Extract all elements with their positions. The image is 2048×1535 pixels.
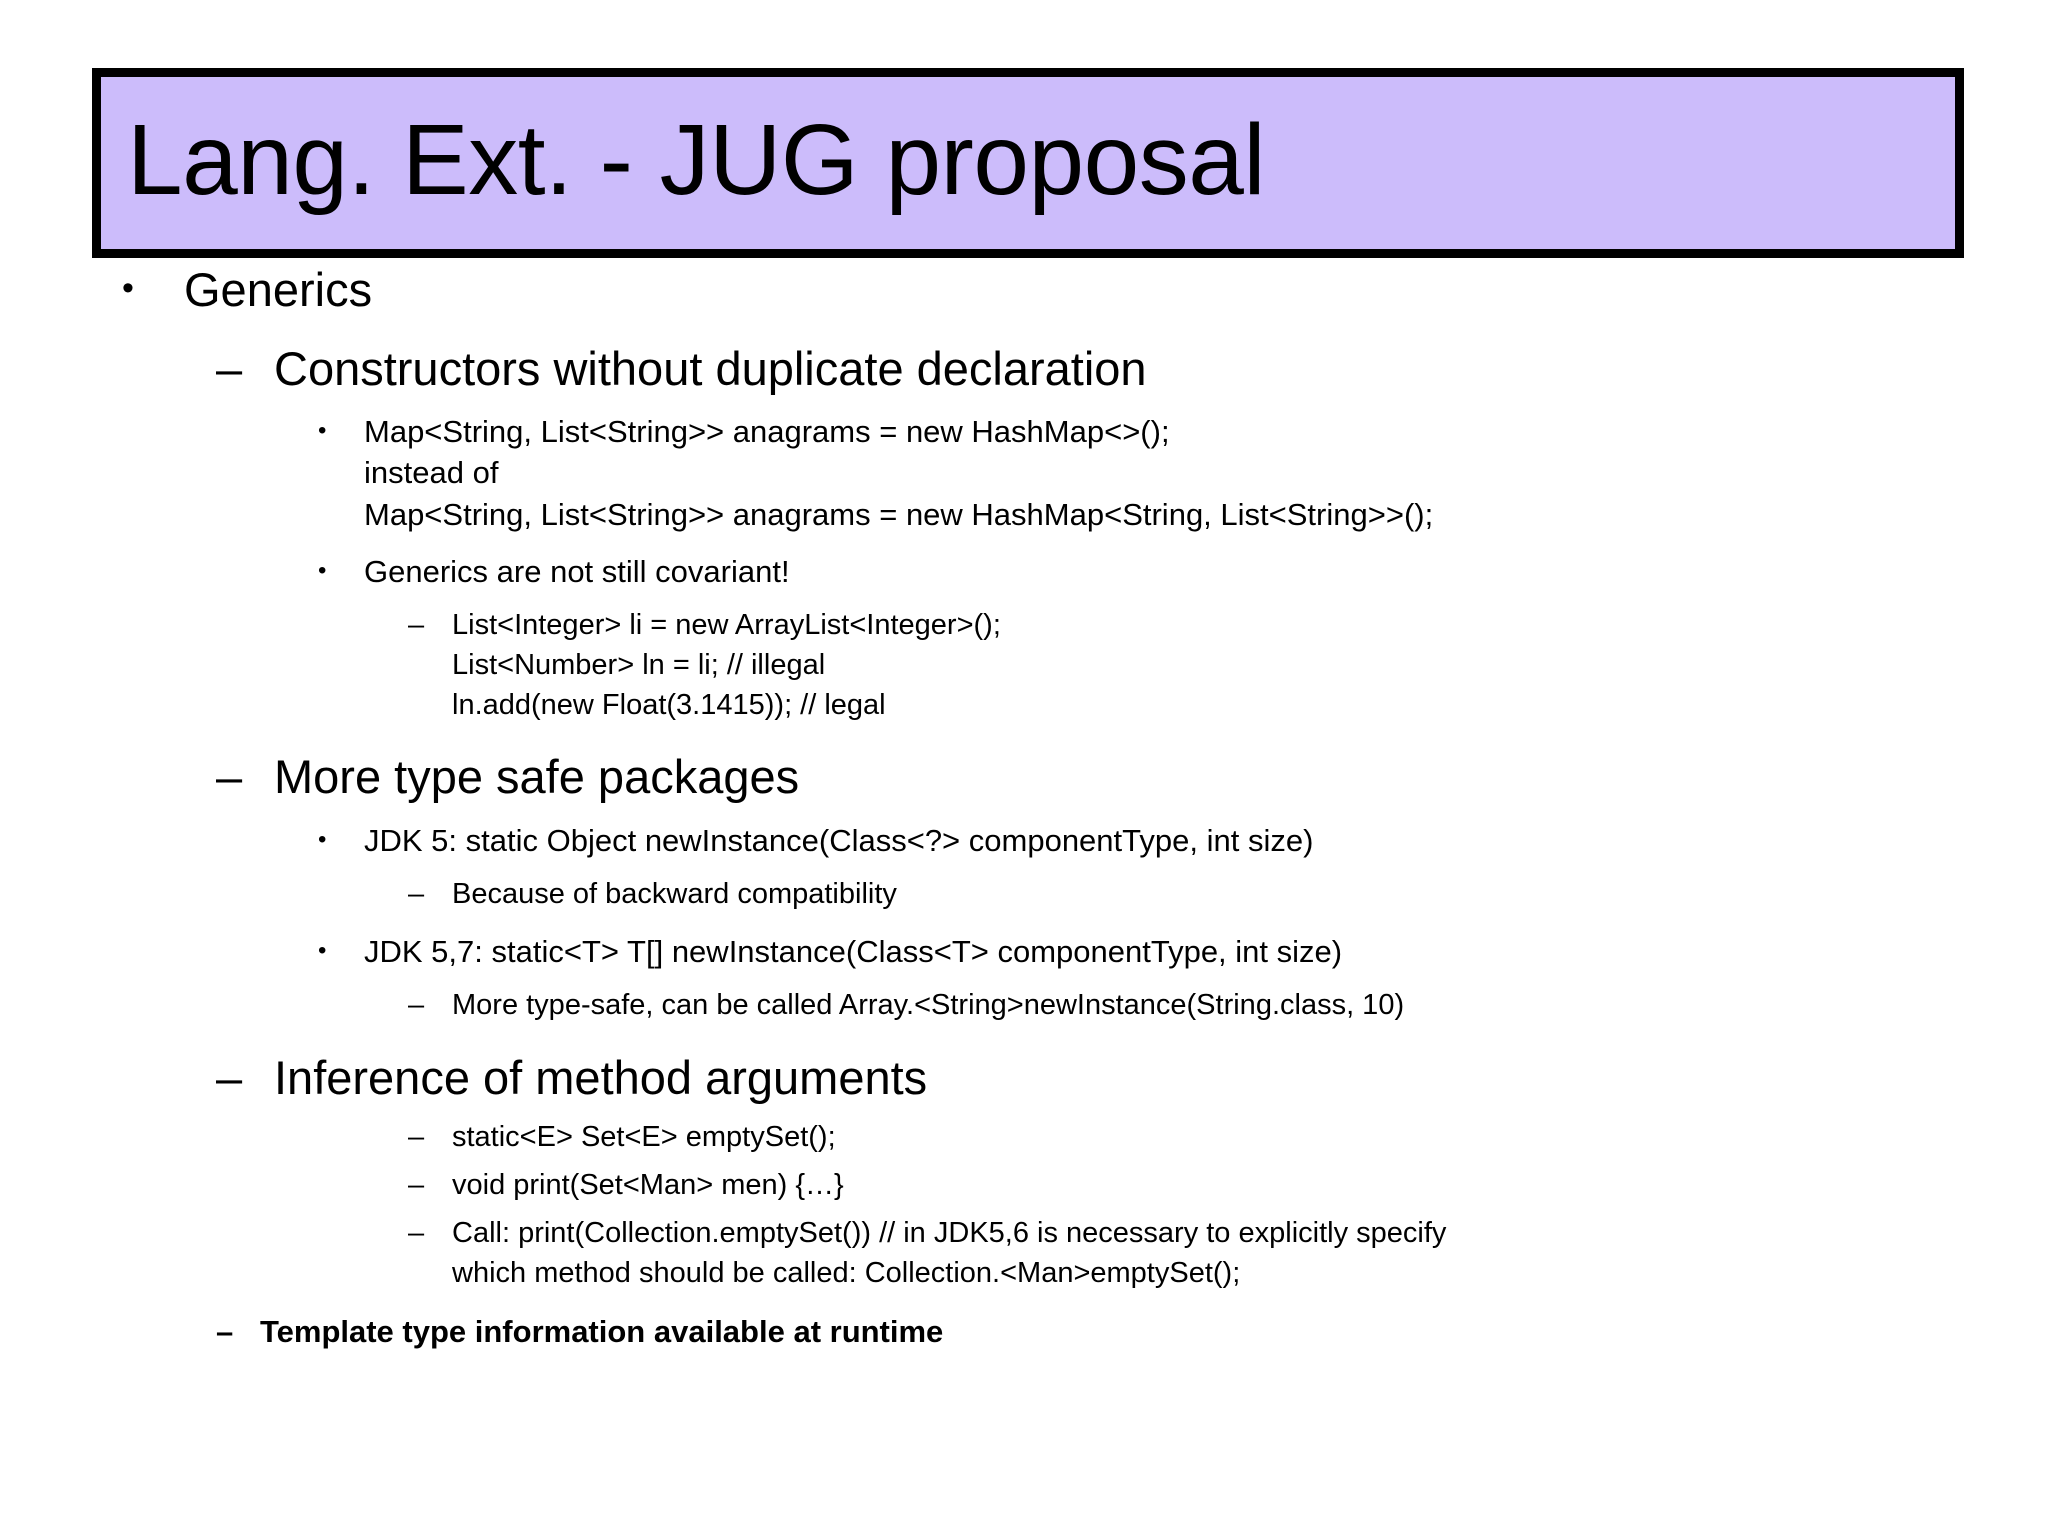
list-item-label: More type safe packages <box>274 750 800 804</box>
list-item-backward-compat: – Because of backward compatibility <box>408 875 2048 915</box>
code-block: void print(Set<Man> men) {…} <box>452 1169 844 1202</box>
list-item-inference-heading: – Inference of method arguments <box>216 1050 2048 1105</box>
code-block: Map<String, List<String>> anagrams = new… <box>364 414 1434 532</box>
list-item-map-code: • Map<String, List<String>> anagrams = n… <box>318 411 2048 535</box>
list-item-label: Generics are not still covariant! <box>364 553 790 589</box>
list-item-call-explanation: – Call: print(Collection.emptySet()) // … <box>408 1214 2048 1293</box>
list-item-label: Because of backward compatibility <box>452 878 897 911</box>
dash-icon: – <box>216 1050 243 1104</box>
bullet-icon: • <box>318 825 327 853</box>
list-item-covariant: • Generics are not still covariant! <box>318 551 2048 592</box>
bullet-icon: • <box>318 417 327 445</box>
dash-icon: – <box>216 750 243 804</box>
list-item-label: Template type information available at r… <box>260 1314 944 1350</box>
bullet-icon: • <box>122 269 134 307</box>
list-item-template-runtime: – Template type information available at… <box>216 1311 2048 1353</box>
list-item-more-typesafe: – More type-safe, can be called Array.<S… <box>408 986 2048 1026</box>
list-item-label: Generics <box>184 263 373 316</box>
list-item-generics: • Generics <box>122 263 2048 317</box>
bullet-icon: • <box>318 556 327 584</box>
list-item-emptyset-signature: – static<E> Set<E> emptySet(); <box>408 1118 2048 1158</box>
code-block: List<Integer> li = new ArrayList<Integer… <box>452 609 1001 721</box>
page-title: Lang. Ext. - JUG proposal <box>127 104 1266 216</box>
list-item-covariant-code: – List<Integer> li = new ArrayList<Integ… <box>408 606 2048 725</box>
dash-icon: – <box>408 989 425 1022</box>
slide-body: • Generics – Constructors without duplic… <box>0 262 2048 1354</box>
dash-icon: – <box>216 1314 234 1350</box>
code-block: static<E> Set<E> emptySet(); <box>452 1121 836 1154</box>
list-item-constructors-heading: – Constructors without duplicate declara… <box>216 341 2048 396</box>
list-item-label: Constructors without duplicate declarati… <box>274 341 1147 395</box>
code-block: JDK 5,7: static<T> T[] newInstance(Class… <box>364 933 1343 969</box>
list-item-jdk57-signature: • JDK 5,7: static<T> T[] newInstance(Cla… <box>318 931 2048 972</box>
dash-icon: – <box>408 1121 425 1154</box>
dash-icon: – <box>408 609 425 642</box>
list-item-typesafe-heading: – More type safe packages <box>216 751 2048 804</box>
code-block: Call: print(Collection.emptySet()) // in… <box>452 1216 1447 1289</box>
list-item-label: Inference of method arguments <box>274 1050 928 1104</box>
list-item-label: More type-safe, can be called Array.<Str… <box>452 989 1405 1022</box>
dash-icon: – <box>408 1169 425 1202</box>
dash-icon: – <box>408 878 425 911</box>
bullet-icon: • <box>318 936 327 964</box>
slide-title-box: Lang. Ext. - JUG proposal <box>92 68 1964 258</box>
list-item-jdk5-signature: • JDK 5: static Object newInstance(Class… <box>318 820 2048 861</box>
dash-icon: – <box>216 341 243 395</box>
list-item-print-signature: – void print(Set<Man> men) {…} <box>408 1166 2048 1206</box>
dash-icon: – <box>408 1216 425 1249</box>
code-block: JDK 5: static Object newInstance(Class<?… <box>364 822 1314 858</box>
